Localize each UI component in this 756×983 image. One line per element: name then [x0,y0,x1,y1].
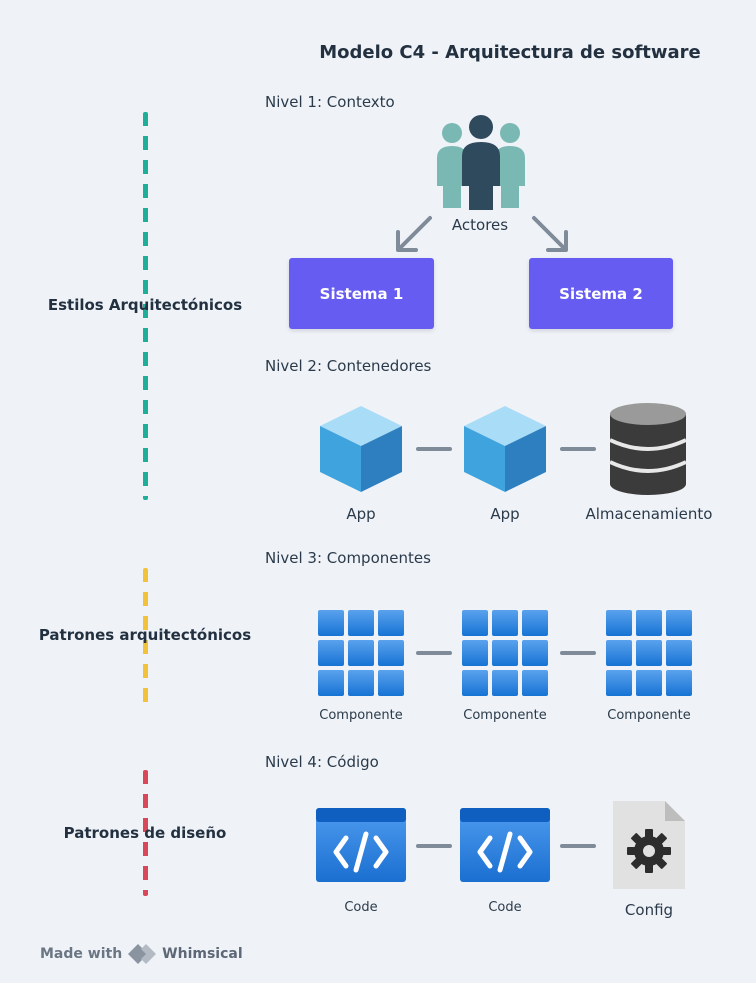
level-2-heading: Nivel 2: Contenedores [265,357,432,375]
component-3-label: Componente [607,708,691,723]
footer-made-with[interactable]: Made with Whimsical [40,944,243,964]
connector-line [560,651,596,655]
connector-line [416,651,452,655]
database-icon [609,403,687,495]
level-3-heading: Nivel 3: Componentes [265,549,431,567]
arrow-to-system2-icon [532,216,568,252]
actors-icon [437,115,525,210]
system-2-box[interactable]: Sistema 2 [529,258,673,329]
grid-icon [318,610,404,696]
connector-line [560,447,596,451]
patterns-dashed-line [143,568,148,704]
cube-icon [464,406,546,492]
code-icon [316,808,406,882]
container-app-2-label: App [490,505,520,523]
config-label: Config [624,901,674,919]
side-label-styles: Estilos Arquitectónicos [47,296,243,314]
system-1-label: Sistema 1 [319,284,404,303]
level-1-heading: Nivel 1: Contexto [265,93,395,111]
code-2-label: Code [488,900,522,915]
connector-line [416,844,452,848]
arrow-to-system1-icon [396,216,432,252]
footer-made-with-text: Made with [40,946,123,962]
grid-icon [606,610,692,696]
whimsical-logo-icon [128,944,157,964]
level-4-heading: Nivel 4: Código [265,753,379,771]
page-title: Modelo C4 - Arquitectura de software [319,42,701,63]
actors-label: Actores [451,216,509,234]
system-2-label: Sistema 2 [559,284,643,303]
side-label-patterns: Patrones arquitectónicos [38,626,252,644]
styles-dashed-line [143,112,148,500]
connector-line [416,447,452,451]
config-file-icon [613,801,685,889]
system-1-box[interactable]: Sistema 1 [289,258,434,329]
design-dashed-line [143,770,148,896]
container-storage-label: Almacenamiento [585,505,713,523]
component-1-label: Componente [319,708,403,723]
grid-icon [462,610,548,696]
cube-icon [320,406,402,492]
code-1-label: Code [344,900,378,915]
connector-line [560,844,596,848]
container-app-1-label: App [346,505,376,523]
code-icon [460,808,550,882]
side-label-design: Patrones de diseño [63,824,227,842]
footer-brand-text: Whimsical [162,946,243,962]
component-2-label: Componente [463,708,547,723]
